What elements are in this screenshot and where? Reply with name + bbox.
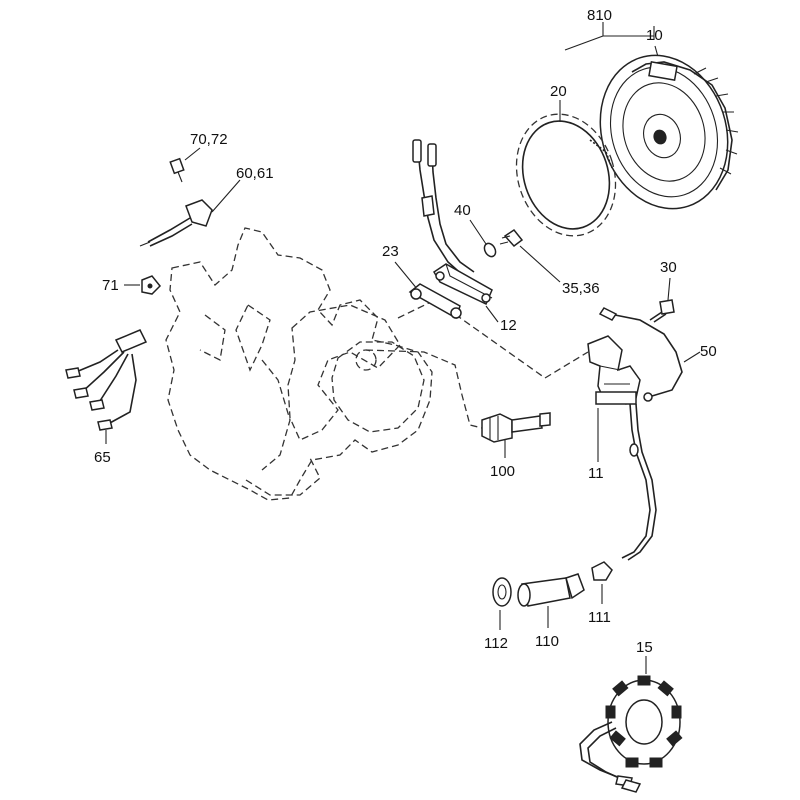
label-100: 100 [490,463,515,480]
bracket-23-part: 23 [382,243,462,320]
engine-crankcase-outline [165,227,589,501]
label-50: 50 [700,343,717,360]
label-23: 23 [382,243,399,260]
label-11: 11 [588,465,604,482]
label-112: 112 [484,635,508,652]
label-40: 40 [454,202,471,219]
bolt-70-72-part: 70,72 [169,131,228,183]
plug-cap-111-part: 111 [588,561,613,626]
label-110: 110 [535,633,559,650]
label-12: 12 [500,317,517,334]
sensor-60-61-part: 60,61 [139,165,274,247]
bolt-30-part: 30 [649,259,677,323]
label-20: 20 [550,83,567,100]
flywheel-part: 10 [599,27,739,210]
regulator-12-part: 12 [432,263,517,334]
label-810: 810 [587,7,612,24]
label-111: 111 [588,609,611,626]
harness-65-part: 65 [65,329,148,466]
washer-40-part: 40 [454,202,497,258]
label-810-group: 810 [564,7,655,51]
ring-gear-part: 20 [515,83,617,237]
label-30: 30 [660,259,677,276]
bolt-35-36-part: 35,36 [499,228,600,297]
lead-wire-50-part: 50 [598,307,717,402]
clip-71-part: 71 [102,275,162,295]
label-71: 71 [102,277,119,294]
stator-15-part: 15 [579,639,683,793]
ignition-coil-11-part: 11 [587,335,657,561]
grommet-112-part: 112 [484,577,512,652]
regulator-harness-part [412,139,475,279]
label-10: 10 [646,27,663,44]
label-70-72: 70,72 [190,131,228,148]
sensor-100-part: 100 [481,412,551,480]
label-60-61: 60,61 [236,165,274,182]
label-15: 15 [636,639,653,656]
label-65: 65 [94,449,111,466]
label-35-36: 35,36 [562,280,600,297]
plug-cover-110-part: 110 [517,573,585,650]
